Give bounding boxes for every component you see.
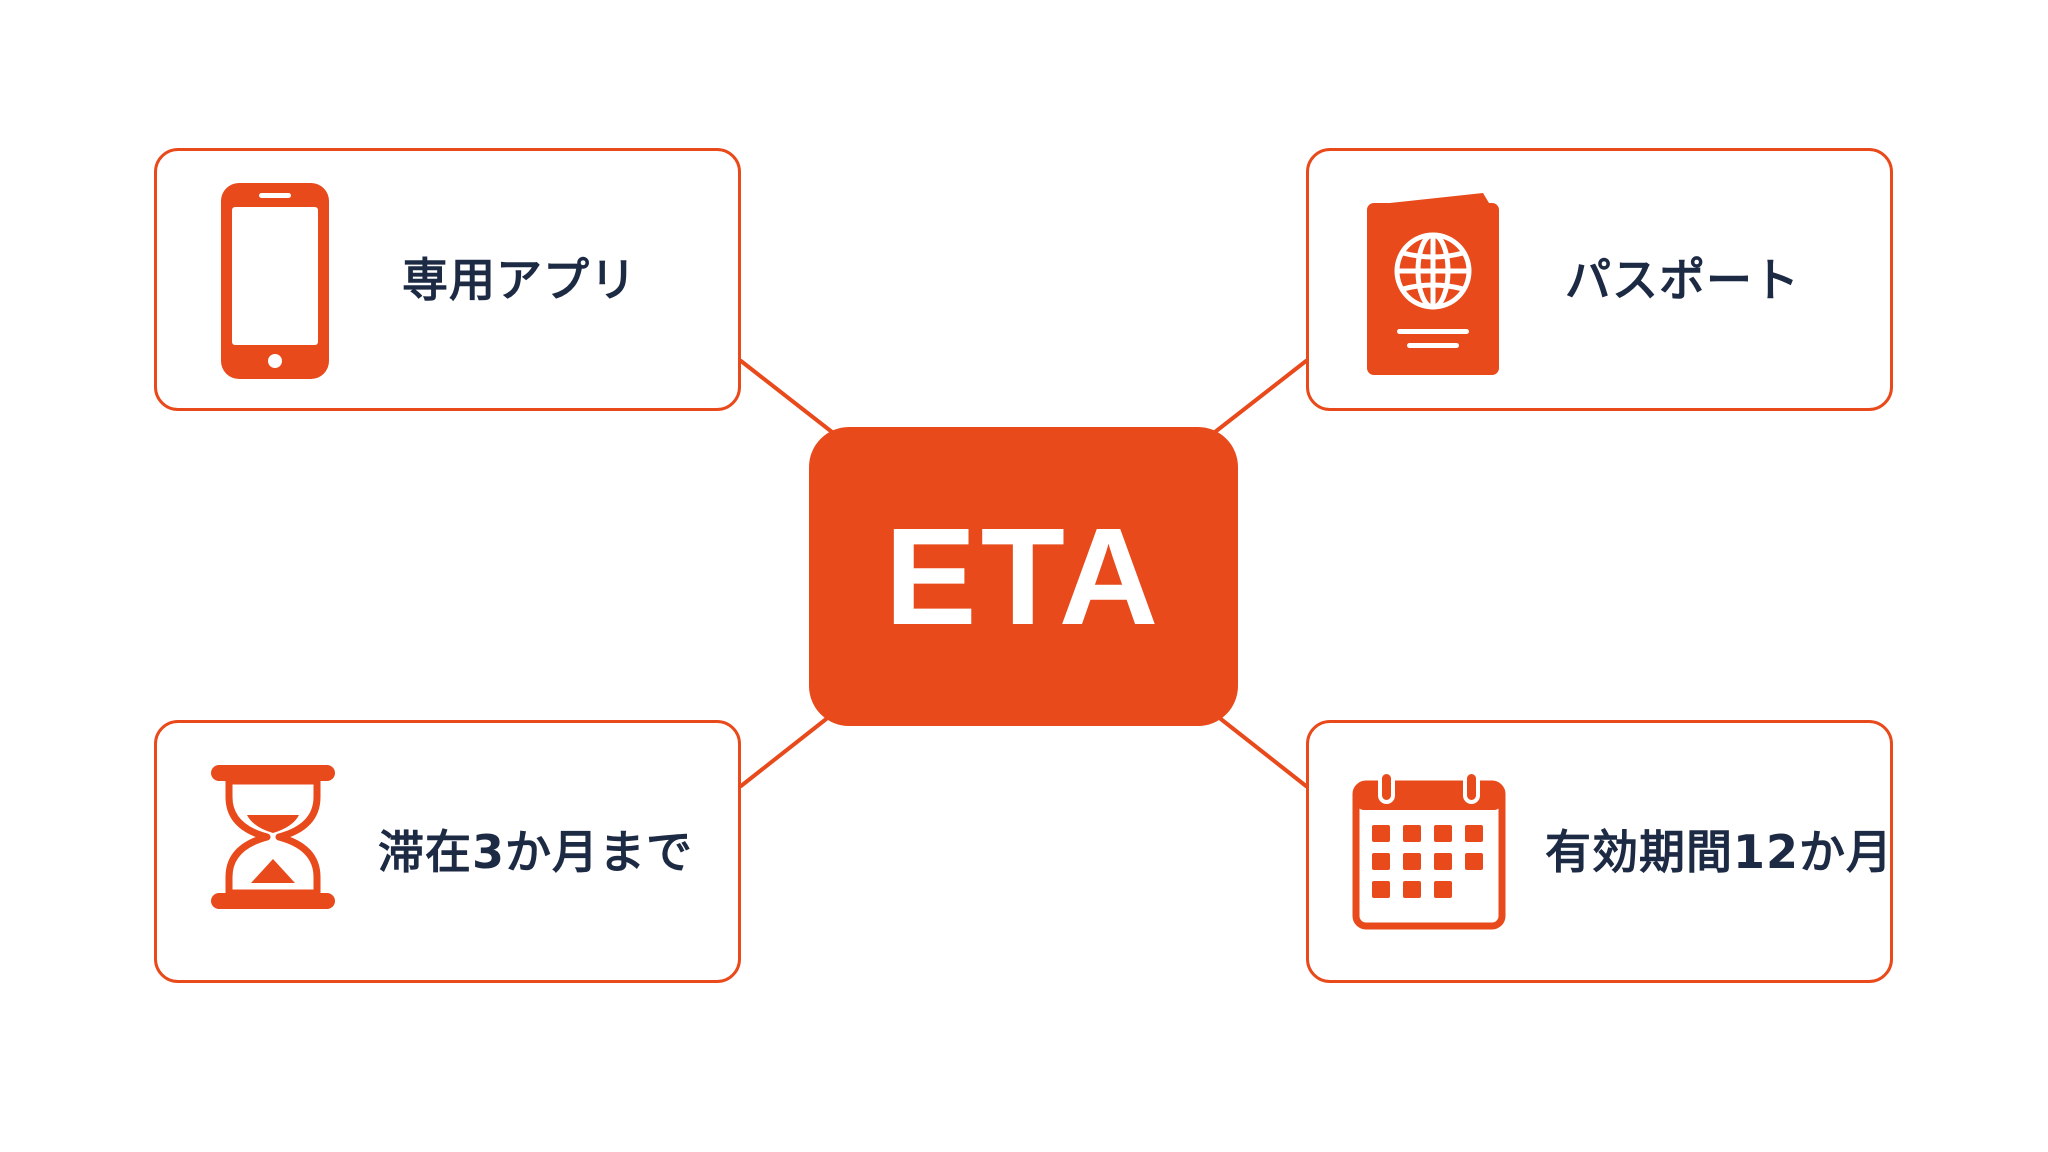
center-label: ETA (884, 499, 1163, 654)
node-passport: パスポート (1306, 148, 1893, 411)
node-label: パスポート (1565, 253, 1800, 307)
passport-icon (1367, 193, 1499, 375)
node-label: 滞在3か月まで (378, 825, 694, 879)
node-stay-3-months: 滞在3か月まで (154, 720, 741, 983)
smartphone-icon (221, 183, 329, 379)
node-validity-12-months: 有効期間12か月 (1306, 720, 1893, 983)
connector-app (739, 359, 834, 434)
calendar-icon (1352, 770, 1506, 930)
node-dedicated-app: 専用アプリ (154, 148, 741, 411)
hourglass-icon (211, 765, 335, 909)
node-label: 専用アプリ (402, 253, 637, 307)
connector-stay (739, 714, 832, 788)
connector-passport (1213, 359, 1308, 434)
connector-validity (1215, 714, 1308, 788)
center-node-eta: ETA (809, 427, 1238, 726)
node-label: 有効期間12か月 (1545, 825, 1894, 879)
